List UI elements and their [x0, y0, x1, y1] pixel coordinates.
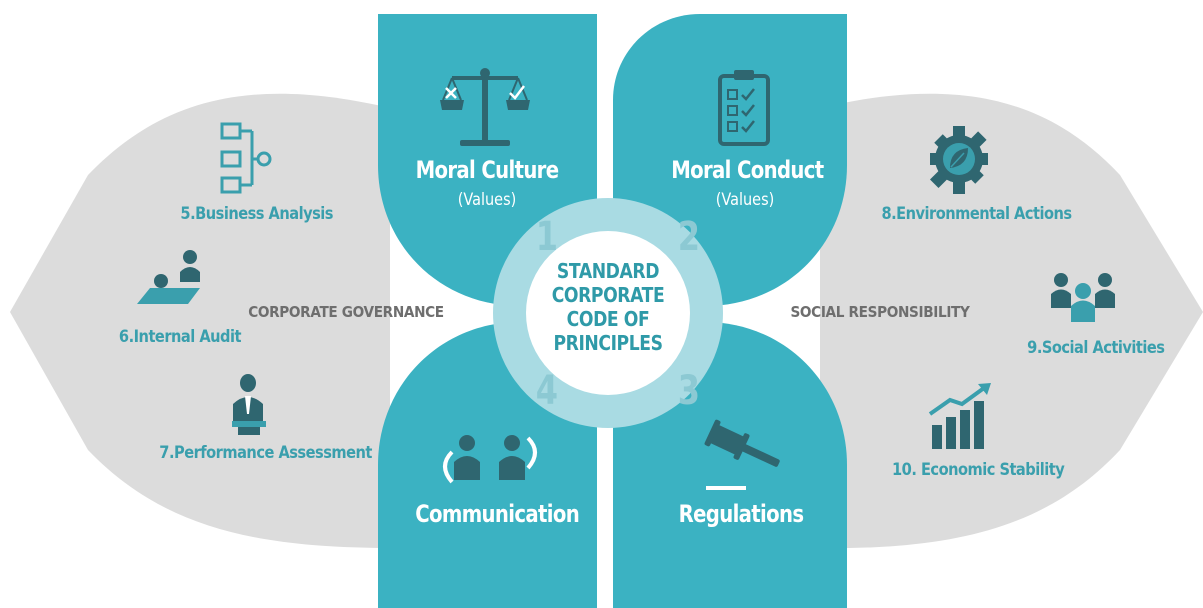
center-title: STANDARD CORPORATE CODE OF PRINCIPLES: [522, 259, 694, 355]
item-9-label: 9.Social Activities: [1027, 338, 1165, 358]
petal-2-title: Moral Conduct: [671, 156, 824, 184]
left-section-label: CORPORATE GOVERNANCE: [248, 303, 444, 321]
petal-3-title: Regulations: [678, 500, 804, 528]
petal-4-number: 4: [535, 368, 559, 414]
right-wing-shape: [820, 93, 1203, 549]
businessman-icon: [232, 374, 266, 435]
petal-2-number: 2: [677, 214, 701, 260]
center-line-2: CORPORATE: [551, 283, 665, 307]
item-6-label: 6.Internal Audit: [118, 327, 242, 347]
petal-1-subtitle: (Values): [457, 190, 517, 210]
item-8-label: 8.Environmental Actions: [881, 204, 1072, 224]
flowchart-icon: [220, 122, 272, 194]
growth-chart-icon: [928, 383, 991, 449]
center-line-4: PRINCIPLES: [553, 331, 663, 355]
item-10-label: 10. Economic Stability: [892, 460, 1065, 480]
item-5-label: 5.Business Analysis: [180, 204, 333, 224]
center-line-1: STANDARD: [556, 259, 660, 283]
center-line-3: CODE OF: [566, 307, 650, 331]
group-people-icon: [1051, 273, 1115, 322]
balance-scale-icon: [440, 68, 530, 146]
gear-leaf-icon: [930, 126, 988, 194]
gavel-icon: [704, 419, 780, 490]
petal-3-number: 3: [677, 368, 701, 414]
right-section-label: SOCIAL RESPONSIBILITY: [790, 303, 970, 321]
petal-4-title: Communication: [415, 500, 580, 528]
center-circle: [526, 231, 690, 395]
item-7-label: 7.Performance Assessment: [159, 443, 372, 463]
petal-1-number: 1: [535, 214, 559, 260]
petal-1-title: Moral Culture: [415, 156, 559, 184]
checklist-clipboard-icon: [718, 70, 770, 146]
left-wing-shape: [10, 93, 390, 548]
petal-2-subtitle: (Values): [715, 190, 775, 210]
audit-meeting-icon: [137, 250, 200, 304]
people-talking-icon: [443, 435, 537, 484]
